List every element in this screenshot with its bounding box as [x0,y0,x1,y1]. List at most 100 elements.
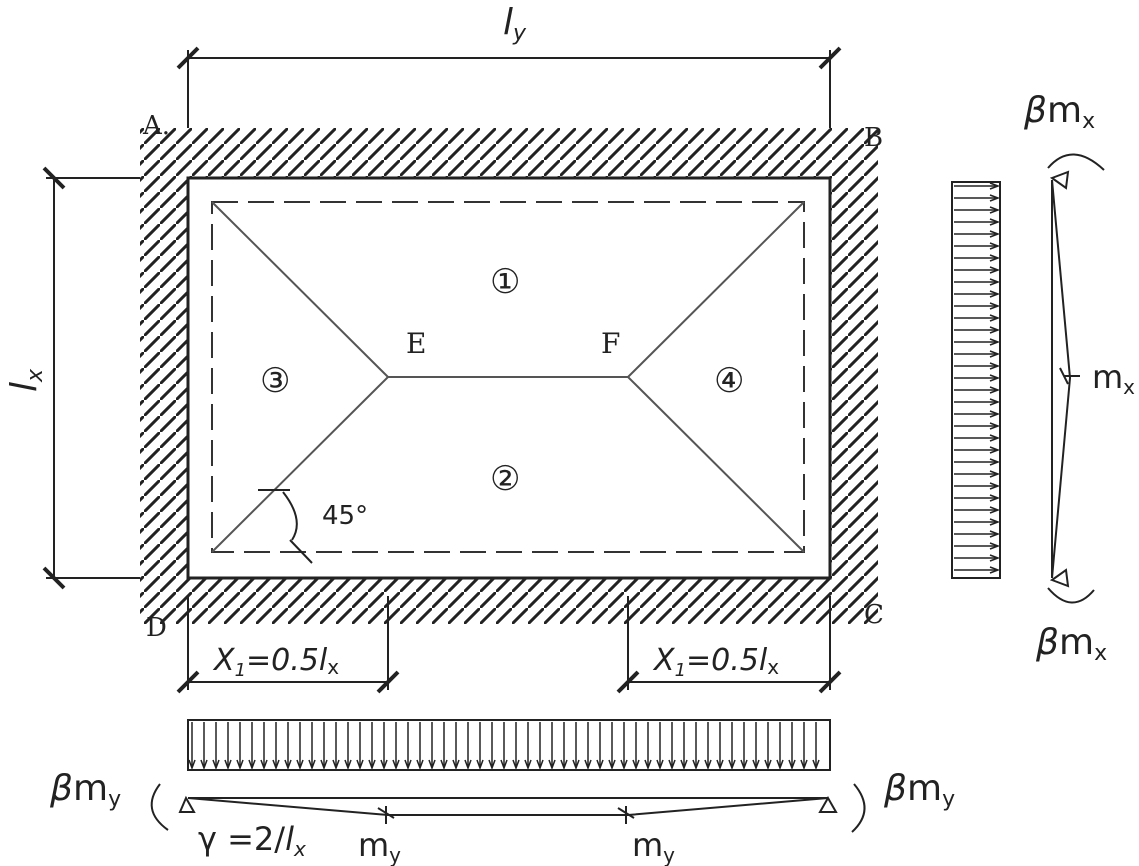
yield-line-b-f [627,201,805,378]
load-arrowhead [572,759,580,771]
load-arrowhead [989,470,1001,478]
dimension-x1-right-label: X1=0.5lx [652,643,779,681]
load-arrowhead [989,386,1001,394]
point-e: E [406,327,426,360]
load-arrowhead [608,759,616,771]
load-arrowhead [428,759,436,771]
load-arrowhead [989,362,1001,370]
load-arrowhead [989,350,1001,358]
load-arrowhead [989,458,1001,466]
corner-a: A. [142,111,170,141]
region-3-label: ③ [260,361,290,401]
region-1-label: ① [490,262,520,302]
load-arrowhead [284,759,292,771]
load-arrowhead [464,759,472,771]
load-arrowhead [500,759,508,771]
gamma-formula: γ =2/lx [198,820,306,861]
yield-line-a-e [211,201,389,378]
load-arrowhead [989,518,1001,526]
load-arrowhead [989,494,1001,502]
load-arrowhead [989,182,1001,190]
load-arrowhead [989,542,1001,550]
dimension-x1-left-label: X1=0.5lx [212,643,339,681]
moment-diagram-y [150,783,866,833]
load-arrowhead [989,338,1001,346]
hatch-top [140,128,830,178]
load-arrowhead [776,759,784,771]
moment-top-x: βmx [1023,90,1095,134]
load-arrowhead [989,254,1001,262]
load-arrowhead [989,194,1001,202]
load-arrowhead [989,482,1001,490]
load-arrowhead [272,759,280,771]
load-right [951,181,1001,579]
load-arrowhead [764,759,772,771]
moment-mid-right-y: my [632,826,675,866]
load-arrowhead [200,759,208,771]
load-arrowhead [752,759,760,771]
load-arrowhead [584,759,592,771]
load-arrowhead [260,759,268,771]
load-arrowhead [356,759,364,771]
load-arrowhead [440,759,448,771]
moment-diagram-x [1047,153,1105,604]
load-arrowhead [380,759,388,771]
load-arrowhead [560,759,568,771]
load-arrowhead [989,554,1001,562]
load-bottom [187,719,831,771]
corner-c: C [864,600,884,630]
region-4-label: ④ [714,361,744,401]
load-arrowhead [812,759,820,771]
yield-line-d-e [211,376,389,553]
load-arrowhead [989,218,1001,226]
yield-lines [211,201,805,553]
moment-mid-left-y: my [358,826,401,866]
hatch-left [140,178,188,624]
load-arrowhead [404,759,412,771]
load-arrowhead [989,422,1001,430]
load-arrowhead [452,759,460,771]
load-arrowhead [989,206,1001,214]
angle-label: 45° [322,501,368,531]
support-hatching [140,128,878,624]
corner-b: B [864,123,883,153]
moment-mid-x: mx [1092,358,1135,399]
region-2-label: ② [490,459,520,499]
load-arrowhead [332,759,340,771]
load-arrowhead [800,759,808,771]
load-arrowhead [989,410,1001,418]
load-arrowhead [989,446,1001,454]
hatch-bottom [188,578,878,624]
dimension-ly-label: ly [503,2,527,46]
moment-left-y: βmy [49,768,121,812]
dimension-x1-left [176,596,400,694]
dimension-lx [42,166,140,590]
dimension-lx-label: lx [4,368,48,392]
load-arrowhead [212,759,220,771]
load-arrowhead [989,326,1001,334]
load-arrowhead [632,759,640,771]
load-arrowhead [989,242,1001,250]
load-arrowhead [989,566,1001,574]
load-arrowhead [488,759,496,771]
load-arrowhead [680,759,688,771]
load-arrowhead [296,759,304,771]
load-arrowhead [224,759,232,771]
load-arrowhead [989,506,1001,514]
point-f: F [601,327,620,360]
dashed-boundary [211,201,805,553]
load-arrowhead [476,759,484,771]
yield-line-c-f [627,376,805,553]
moment-right-y: βmy [883,768,955,812]
load-arrowhead [740,759,748,771]
load-arrowhead [596,759,604,771]
load-arrowhead [188,759,196,771]
corner-d: D [146,613,167,643]
load-arrowhead [989,398,1001,406]
load-arrowhead [308,759,316,771]
load-arrowhead [620,759,628,771]
angle-marker [258,489,313,564]
load-arrowhead [524,759,532,771]
load-arrowhead [656,759,664,771]
